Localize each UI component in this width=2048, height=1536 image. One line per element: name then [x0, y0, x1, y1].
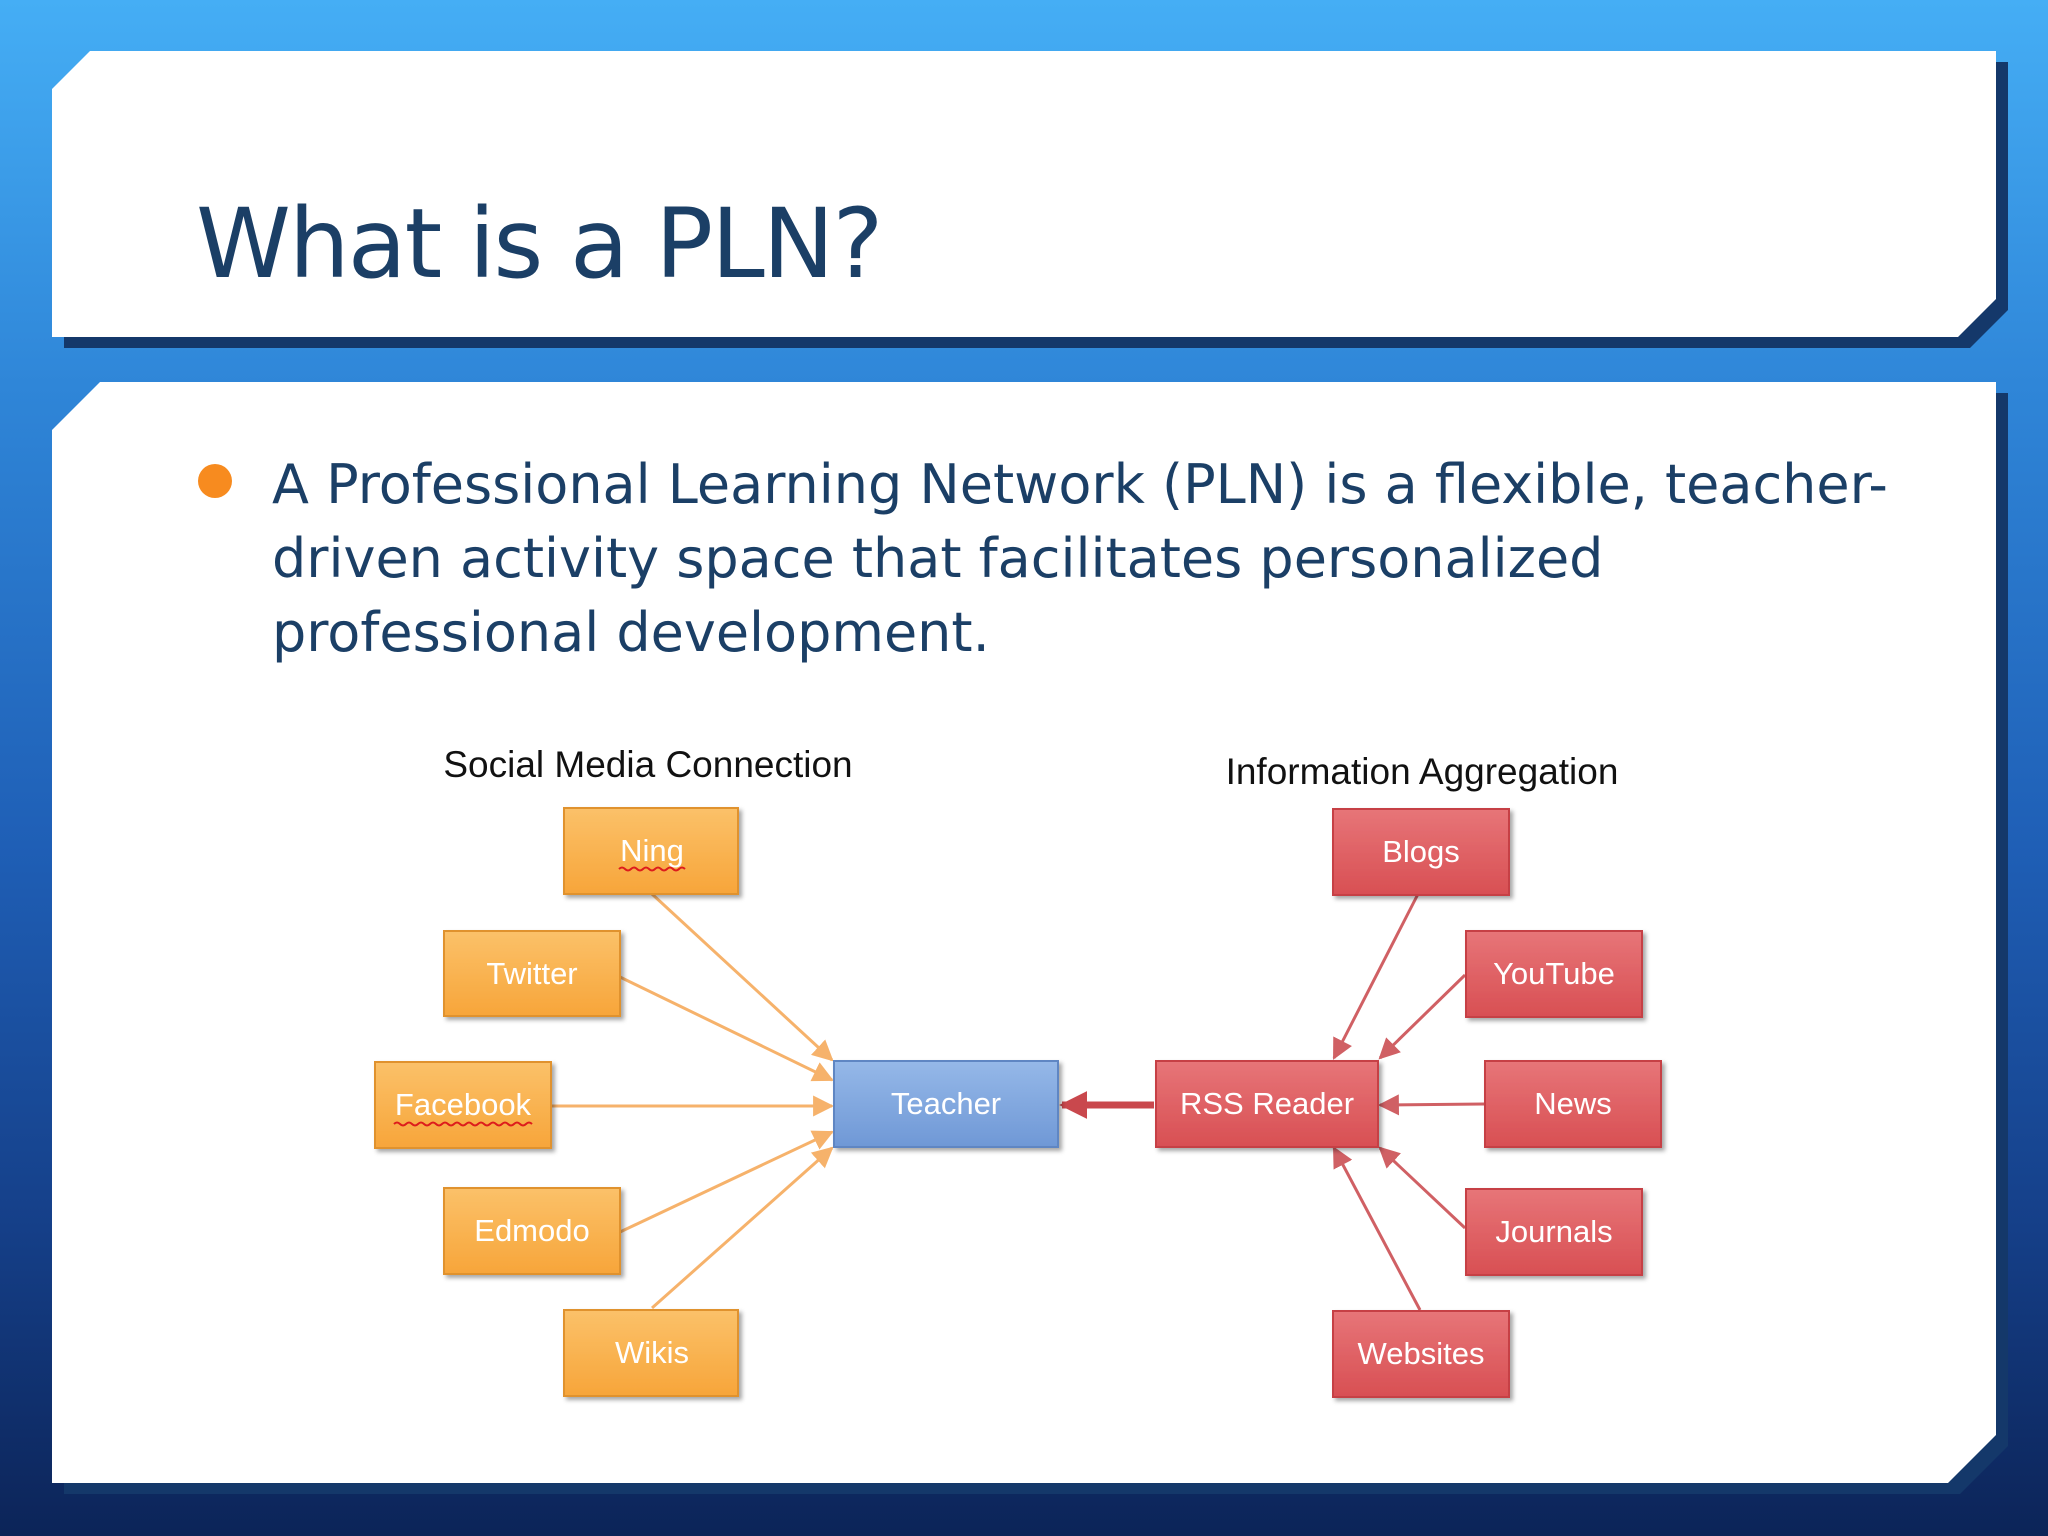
social-node-label: Wikis	[615, 1335, 689, 1370]
teacher-node-label: Teacher	[891, 1086, 1001, 1121]
social-media-group-label: Social Media Connection	[443, 744, 852, 785]
spellcheck-underline	[393, 1121, 533, 1127]
arrow-youtube-to-rss	[1378, 973, 1467, 1060]
slide-title: What is a PLN?	[196, 188, 883, 300]
social-node-twitter: Twitter	[443, 930, 621, 1017]
rss-reader-node: RSS Reader	[1155, 1060, 1379, 1148]
bullet-icon	[198, 464, 232, 498]
info-node-blogs: Blogs	[1332, 808, 1510, 896]
arrow-wikis-to-teacher	[651, 1146, 834, 1310]
content-panel	[52, 382, 1996, 1483]
arrow-news-to-rss	[1377, 1094, 1485, 1116]
info-node-label: News	[1534, 1086, 1612, 1121]
teacher-node: Teacher	[833, 1060, 1059, 1148]
social-node-label: Ning	[620, 833, 684, 868]
info-node-label: Websites	[1358, 1336, 1485, 1371]
pln-definition: A Professional Learning Network (PLN) is…	[272, 453, 1888, 664]
arrow-journals-to-rss	[1378, 1146, 1467, 1230]
arrow-blogs-to-rss	[1332, 893, 1420, 1060]
arrow-edmodo-to-teacher	[619, 1130, 834, 1234]
arrow-twitter-to-teacher	[619, 975, 834, 1082]
title-panel	[52, 51, 1996, 337]
social-node-label: Edmodo	[474, 1213, 589, 1248]
info-node-label: Journals	[1495, 1214, 1612, 1249]
info-node-news: News	[1484, 1060, 1662, 1148]
info-node-websites: Websites	[1332, 1310, 1510, 1398]
social-node-label: Twitter	[486, 956, 577, 991]
social-node-ning: Ning	[563, 807, 739, 895]
info-node-journals: Journals	[1465, 1188, 1643, 1276]
social-node-label: Facebook	[395, 1087, 532, 1122]
social-node-edmodo: Edmodo	[443, 1187, 621, 1275]
social-node-wikis: Wikis	[563, 1309, 739, 1397]
info-node-youtube: YouTube	[1465, 930, 1643, 1018]
info-node-label: Blogs	[1382, 834, 1460, 869]
rss-reader-node-label: RSS Reader	[1180, 1086, 1354, 1121]
information-aggregation-group-label: Information Aggregation	[1226, 751, 1619, 792]
social-node-facebook: Facebook	[374, 1061, 552, 1149]
arrow-ning-to-teacher	[650, 892, 834, 1062]
arrow-websites-to-rss	[1332, 1146, 1422, 1311]
spellcheck-underline	[618, 866, 686, 872]
info-node-label: YouTube	[1493, 956, 1615, 991]
